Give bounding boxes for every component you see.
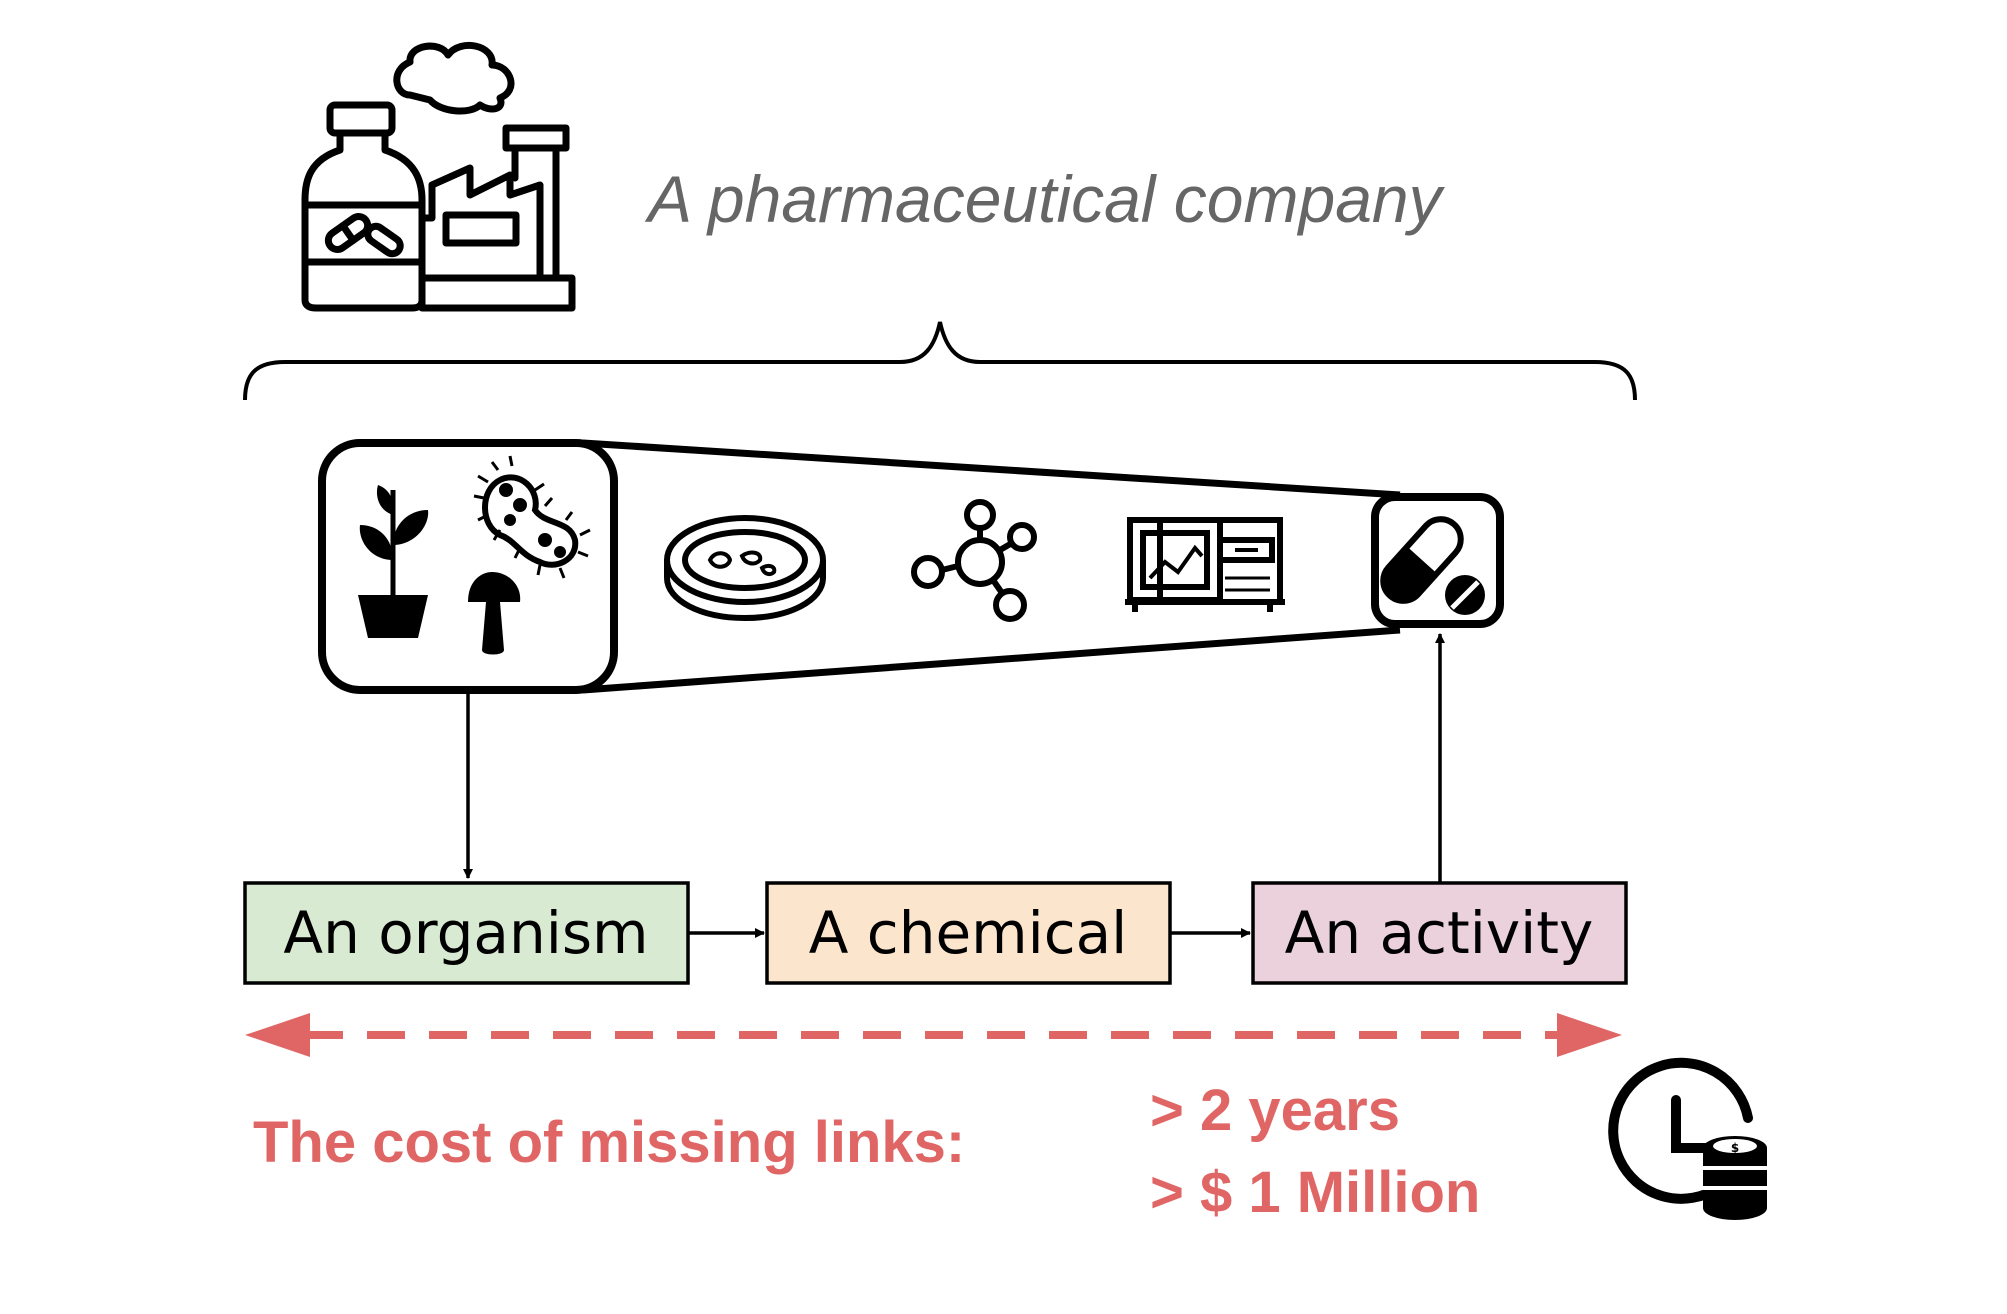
- clock-coins-icon: $: [1608, 1057, 1767, 1220]
- sources-box: [318, 439, 618, 694]
- cost-money: > $ 1 Million: [1150, 1160, 1480, 1225]
- pill-icon: [1380, 516, 1485, 615]
- stage-box-activity: [1251, 881, 1628, 985]
- cost-span-arrow: [245, 1013, 1622, 1057]
- stage-label-chemical: A chemical: [809, 899, 1128, 967]
- company-brace: [243, 321, 1637, 401]
- company-title: A pharmaceutical company: [644, 162, 1446, 236]
- mushroom-icon: [468, 572, 521, 655]
- pharma-factory-icon: [301, 42, 576, 312]
- stage-organism: An organism: [243, 881, 690, 985]
- cost-time: > 2 years: [1150, 1078, 1400, 1143]
- stage-box-chemical: [765, 881, 1172, 985]
- molecule-icon: [911, 499, 1037, 622]
- stage-activity: An activity: [1251, 881, 1628, 985]
- svg-text:$: $: [1731, 1141, 1739, 1155]
- plant-icon: [358, 485, 429, 638]
- petri-dish-icon: [664, 515, 826, 622]
- stage-chemical: A chemical: [765, 881, 1172, 985]
- stage-box-organism: [243, 881, 690, 985]
- lab-instrument-icon: [1125, 517, 1285, 612]
- cost-label: The cost of missing links:: [253, 1110, 965, 1175]
- pipeline-funnel: [582, 439, 1401, 694]
- bacterium-icon: [473, 455, 591, 579]
- stage-label-organism: An organism: [283, 899, 648, 967]
- stage-label-activity: An activity: [1285, 899, 1594, 967]
